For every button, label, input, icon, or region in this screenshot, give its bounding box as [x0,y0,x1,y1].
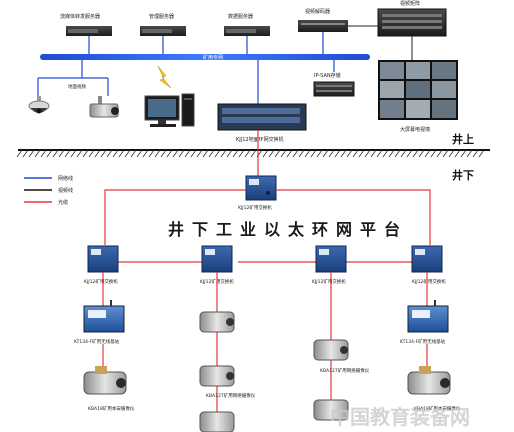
video-matrix-label: 视频矩阵 [400,0,420,7]
box-camera [89,96,119,118]
underground-main-switch: KJJ12矿用交换机 [238,175,277,211]
ring-switch-1: KJJ12矿用交换机 [84,245,119,285]
dome-camera [28,96,50,114]
data-server-label: 数据服务器 [228,13,253,20]
right-base-label: KT134-F矿用无线基站 [400,338,446,345]
left-large-camera: KBA18矿用本安摄像仪 [83,366,135,412]
streaming-server-label: 流媒体转发服务器 [60,13,100,20]
ring-switch-label: KJJ12地面环网交换机 [236,136,284,143]
mid-camera-1 [199,311,235,333]
mid-camera-4: KBA127矿用网络摄像仪 [313,339,370,374]
legend-fiber: 光缆 [58,199,68,206]
legend-video: 视频线 [58,187,73,194]
ring-switch-1-label: KJJ12矿用交换机 [84,278,118,285]
video-matrix: 视频矩阵 [377,0,447,37]
ring-switch-3-label: KJJ12矿用交换机 [312,278,346,285]
below-ground-label: 井下 [452,168,474,182]
ip-san-label: IP-SAN存储 [314,72,341,79]
tv-wall-label: 大屏幕电视墙 [400,126,430,133]
mid-camera-5 [313,399,349,421]
ring-switch-4: KJJ12矿用交换机 [411,245,446,285]
ring-switch-3: KJJ12矿用交换机 [312,245,347,285]
mid-camera-2-label: KBA127矿用网络摄像仪 [206,392,256,399]
ground-divider: 井上 井下 [16,132,490,182]
ring-switch-4-label: KJJ12矿用交换机 [412,278,446,285]
right-large-camera: KBA18矿用本安摄像仪 [407,366,461,412]
legend-network: 网络线 [58,175,73,182]
workstation-computer [144,93,195,127]
ground-ring-switch: KJJ12地面环网交换机 [217,103,307,143]
right-camera-label: KBA18矿用本安摄像仪 [414,405,461,412]
mid-camera-4-label: KBA127矿用网络摄像仪 [320,367,370,374]
video-decoder-label: 视频解码器 [305,8,330,15]
platform-title: 井下工业以太环网平台 [168,220,408,239]
wireless-lightning-icon [157,65,172,89]
data-server: 数据服务器 [224,13,270,36]
watermark: 中国教育装备网 [330,405,470,429]
left-base-label: KT134-F矿用无线基站 [74,338,120,345]
streaming-server: 流媒体转发服务器 [60,13,112,36]
mid-camera-2: KBA127矿用网络摄像仪 [199,365,256,399]
ground-cameras-label: 地面视频 [68,83,86,90]
video-decoder: 视频解码器 [298,8,348,32]
ip-san-storage: IP-SAN存储 [313,72,355,97]
above-ground-label: 井上 [452,132,474,146]
left-camera-label: KBA18矿用本安摄像仪 [88,405,135,412]
management-server-label: 管理服务器 [149,13,174,20]
left-wireless-base: KT134-F矿用无线基站 [74,300,125,345]
backbone-label: 矿用专网 [203,54,223,61]
mid-camera-3 [199,411,235,432]
management-server: 管理服务器 [140,13,186,36]
legend: 网络线 视频线 光缆 [24,175,73,206]
backbone-bus: 矿用专网 [40,54,370,61]
main-switch-label: KJJ12矿用交换机 [238,204,272,211]
tv-wall: 大屏幕电视墙 [378,60,458,133]
right-wireless-base: KT134-F矿用无线基站 [400,300,449,345]
